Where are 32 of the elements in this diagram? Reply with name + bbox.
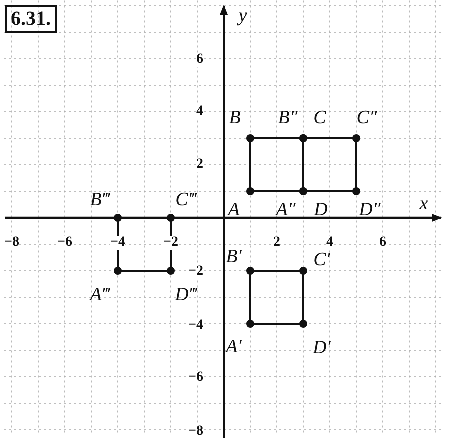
point-label: D′ bbox=[313, 338, 331, 358]
tick-label: −6 bbox=[58, 236, 72, 250]
point-label: B′ bbox=[226, 248, 242, 266]
point-label: A″ bbox=[276, 200, 296, 220]
tick-label: 2 bbox=[274, 236, 280, 250]
tick-label: 2 bbox=[196, 158, 204, 172]
tick-label: 4 bbox=[326, 236, 334, 250]
point-label: A′ bbox=[226, 338, 242, 356]
exercise-number: 6.31. bbox=[5, 5, 57, 33]
point-label: C′ bbox=[314, 250, 330, 270]
tick-label: −4 bbox=[188, 319, 204, 333]
tick-label: 6 bbox=[196, 53, 204, 67]
axis-label: x bbox=[420, 194, 428, 214]
point-label: B‴ bbox=[90, 190, 110, 210]
tick-label: −2 bbox=[164, 236, 178, 250]
tick-label: 4 bbox=[196, 105, 204, 119]
point-label: D bbox=[314, 200, 328, 220]
tick-label: −8 bbox=[4, 236, 20, 250]
point-label: C bbox=[314, 108, 326, 128]
point-label: D″ bbox=[359, 200, 381, 220]
axis-label: y bbox=[238, 6, 248, 26]
point-label: B″ bbox=[278, 108, 298, 128]
point-label: A bbox=[228, 200, 240, 220]
point-label: C‴ bbox=[176, 190, 196, 210]
point-label: B bbox=[229, 108, 241, 128]
point-label: C″ bbox=[356, 108, 378, 128]
point-label: D‴ bbox=[175, 286, 197, 304]
tick-label: 6 bbox=[380, 236, 386, 250]
tick-label: −2 bbox=[188, 265, 204, 279]
tick-label: −4 bbox=[110, 236, 126, 250]
point-label: A‴ bbox=[90, 286, 110, 304]
tick-label: −6 bbox=[188, 371, 204, 385]
